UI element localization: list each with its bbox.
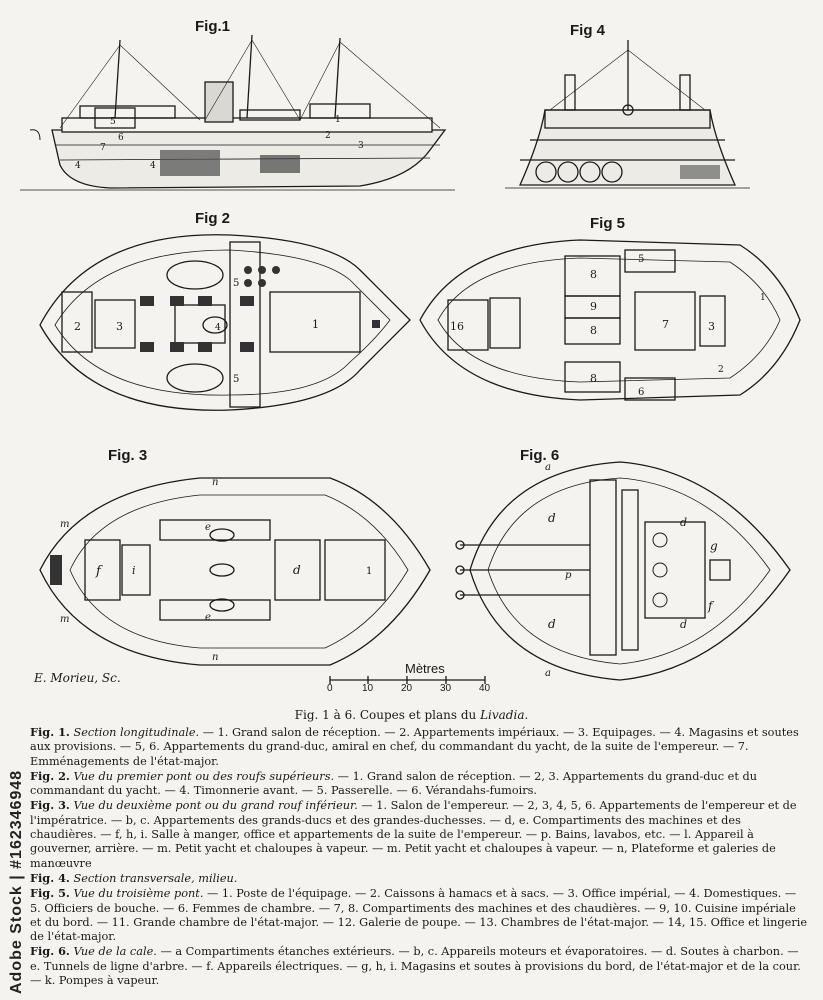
fig6-label: Fig. 6 [520,447,560,464]
svg-text:e: e [205,612,211,623]
stock-watermark: Adobe Stock | #162346948 [2,760,28,1000]
scale-label: Mètres [405,661,445,676]
ship-plans-drawing: 5 6 7 4 1 2 3 4 [20,34,801,684]
engraving-plate: 5 6 7 4 1 2 3 4 [20,18,801,684]
fig3-second-deck-plan: f i d 1 e e n n m m [39,477,431,666]
svg-text:m: m [60,614,69,625]
fig4-transverse-section [505,40,750,189]
svg-text:6: 6 [638,387,644,398]
svg-text:3: 3 [708,320,715,333]
legend-fig-body: — 1. Grand salon de réception. — 2. Appa… [30,726,799,768]
legend-entry: Fig. 5. Vue du troisième pont. — 1. Post… [30,886,810,944]
svg-text:f: f [95,564,103,579]
legend-entry: Fig. 6. Vue de la cale. — a Compartiment… [30,944,810,988]
fig1-label: Fig.1 [195,18,231,35]
svg-text:5: 5 [233,374,239,385]
svg-text:8: 8 [590,324,597,337]
fig3-label: Fig. 3 [108,447,148,464]
fig1-longitudinal-section: 5 6 7 4 1 2 3 4 [20,34,455,191]
svg-text:d: d [680,516,687,529]
legend-fig-title: Vue du troisième pont. [73,887,204,901]
legend-fig-title: Section transversale, milieu. [73,871,238,885]
scale-tick-0: 0 [327,683,333,694]
legend-fig-title: Vue du deuxième pont ou du grand rouf in… [73,799,358,813]
legend-fig-number: Fig. 2. [30,768,70,783]
scale-tick-40: 40 [479,683,491,694]
scale-tick-10: 10 [362,683,374,694]
svg-text:2: 2 [325,131,331,141]
svg-text:f: f [707,599,715,613]
svg-text:16: 16 [450,320,464,333]
legend-fig-number: Fig. 5. [30,886,70,901]
svg-text:e: e [205,522,211,533]
svg-text:4: 4 [150,161,156,171]
legend-fig-title: Section longitudinale. [73,726,200,739]
svg-text:n: n [212,652,218,663]
svg-text:m: m [60,519,69,530]
fig2-label: Fig 2 [195,210,231,227]
metre-scale-bar [329,676,486,684]
legend-fig-number: Fig. 6. [30,944,70,959]
legend-entry: Fig. 4. Section transversale, milieu. [30,871,810,886]
svg-text:1: 1 [366,566,372,577]
stock-watermark-text: Adobe Stock | #162346948 [8,769,25,994]
legend-entry: Fig. 1. Section longitudinale. — 1. Gran… [30,725,810,769]
svg-text:d: d [293,563,301,577]
svg-text:4: 4 [75,161,81,171]
legend-fig-number: Fig. 1. [30,725,70,739]
legend-entry: Fig. 2. Vue du premier pont ou des roufs… [30,769,810,799]
svg-text:7: 7 [662,318,669,331]
fig6-hold-plan: d d d d g f p a a [455,461,791,681]
engraver-signature: E. Morieu, Sc. [34,671,121,685]
svg-text:i: i [132,564,136,577]
legend-fig-body: — a Compartiments étanches extérieurs. —… [30,945,801,988]
svg-text:7: 7 [100,143,106,153]
svg-text:p: p [565,570,572,581]
svg-text:6: 6 [118,133,124,143]
svg-text:1: 1 [312,318,319,331]
plate-caption-title: Fig. 1 à 6. Coupes et plans du Livadia. [0,708,823,722]
legend-fig-title: Vue du premier pont ou des roufs supérie… [73,769,335,783]
svg-text:5: 5 [233,278,239,289]
svg-text:g: g [710,539,718,553]
legend-fig-body: — 1. Salon de l'empereur. — 2, 3, 4, 5, … [30,799,797,870]
legend-fig-title: Vue de la cale. [73,945,157,959]
legend-fig-number: Fig. 4. [30,870,70,885]
svg-text:5: 5 [110,117,116,127]
svg-text:4: 4 [215,323,221,333]
legend-fig-body: — 1. Poste de l'équipage. — 2. Caissons … [30,887,808,944]
fig5-third-deck-plan: 8 9 8 8 7 3 16 5 6 1 2 [419,239,801,401]
caption-title-ship: Livadia [480,708,525,722]
svg-text:2: 2 [718,365,724,375]
fig2-first-deck-plan: 2 3 4 5 5 1 [39,234,411,411]
svg-text:3: 3 [116,320,123,333]
fig4-label: Fig 4 [570,22,606,39]
caption-title-suffix: . [524,708,529,722]
scale-tick-20: 20 [401,683,413,694]
figure-legend: Fig. 1. Section longitudinale. — 1. Gran… [30,725,810,988]
svg-text:a: a [545,668,551,679]
svg-text:5: 5 [638,254,644,265]
svg-text:9: 9 [590,300,597,313]
svg-text:d: d [548,511,556,525]
scale-tick-30: 30 [440,683,452,694]
svg-text:8: 8 [590,372,597,385]
svg-text:a: a [545,462,551,473]
svg-text:1: 1 [335,115,341,125]
svg-text:2: 2 [74,320,81,333]
legend-fig-body: — 1. Grand salon de réception. — 2, 3. A… [30,769,758,798]
svg-text:d: d [680,618,687,631]
caption-title-prefix: Fig. 1 à 6. Coupes et plans du [294,708,481,722]
legend-fig-number: Fig. 3. [30,798,70,813]
svg-text:1: 1 [760,293,766,303]
legend-entry: Fig. 3. Vue du deuxième pont ou du grand… [30,798,810,870]
svg-text:n: n [212,477,218,488]
svg-text:8: 8 [590,268,597,281]
svg-text:d: d [548,617,556,631]
svg-text:3: 3 [358,141,364,151]
fig5-label: Fig 5 [590,215,626,232]
